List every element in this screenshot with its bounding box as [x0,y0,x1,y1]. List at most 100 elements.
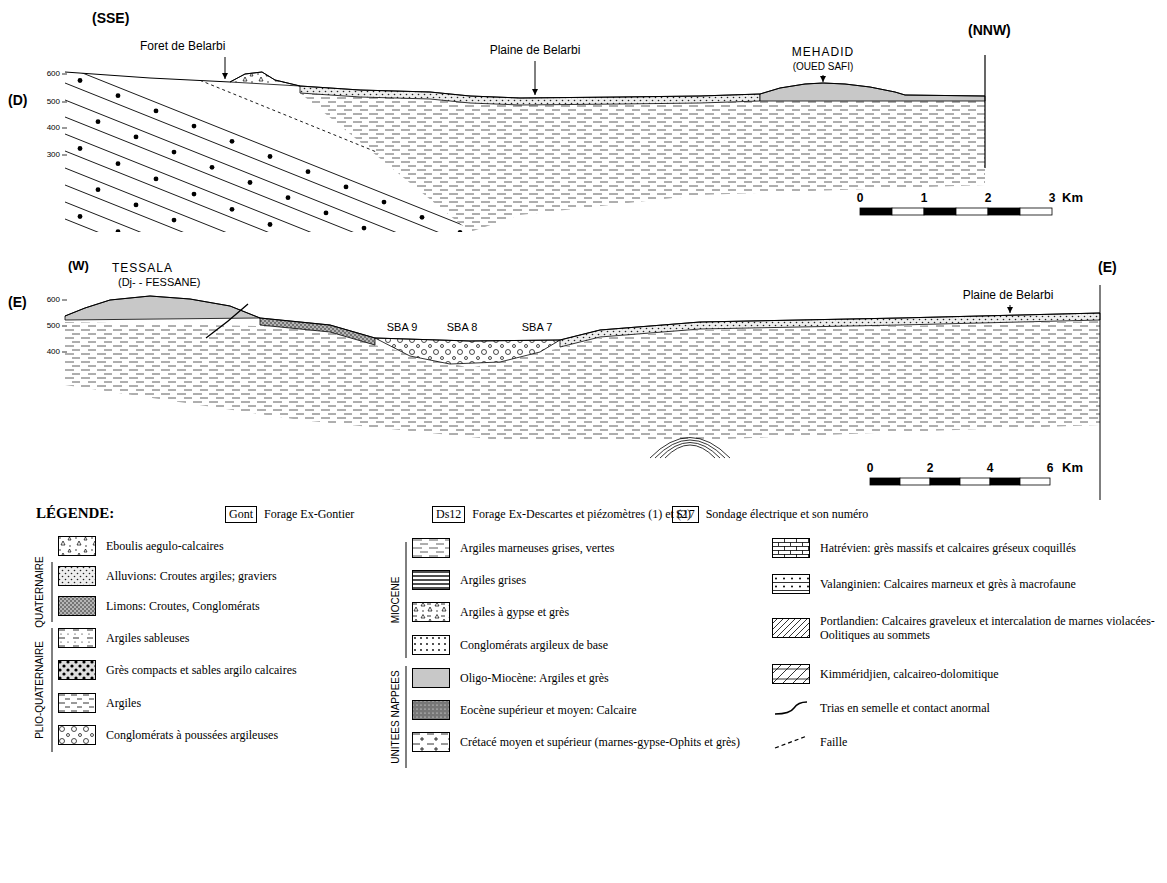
swatch-fill [773,619,810,638]
bed-dot [268,222,273,227]
bed-dot [116,229,121,234]
legend-swatch [412,668,450,688]
legend-item: Grès compacts et sables argilo calcaires [58,660,376,680]
bed-line [65,117,520,299]
legend-swatch [58,536,96,556]
legend-text: Conglomérats argileux de base [460,638,760,652]
section-label: 400 [47,347,60,356]
group-bracket [406,542,407,658]
frame-line [1100,285,1101,500]
bed-dot [344,253,349,258]
bed-dot [116,93,121,98]
bed-dot [78,78,83,83]
scale-segment [988,208,1020,215]
bed-dot [458,230,463,235]
bed-line [65,168,520,350]
bed-dot [134,203,139,208]
swatch-fill [773,539,810,558]
scale-segment [870,478,900,485]
section-label: LÉGENDE: [36,505,114,522]
axis-tick [62,128,67,129]
bed-dot [230,207,235,212]
fold-arc [650,438,730,459]
bed-dot [268,290,273,295]
fold-arc [655,440,725,458]
bed-dot [362,294,367,299]
legend-text: Eboulis aegulo-calcaires [106,539,376,553]
legend-swatch [58,693,96,713]
section-label: 600 [47,69,60,78]
bed-dot [306,237,311,242]
legend-text: Trias en semelle et contact anormal [820,701,1155,715]
section-label: Foret de Belarbi [140,40,225,54]
bed-dot [306,305,311,310]
axis-tick [62,74,67,75]
bed-dot [134,135,139,140]
legend-text: Argiles grises [460,573,760,587]
legend-text: Conglomérats à poussées argileuses [106,728,376,742]
swatch-fill [59,629,96,648]
bed-dot [458,298,463,303]
scale-segment [930,478,960,485]
bed-dot [230,275,235,280]
bed-dot [344,321,349,326]
section-label: SBA 8 [447,321,478,334]
section-label: SBA 9 [387,321,418,334]
section-label: 400 [47,123,60,132]
bed-dot [324,279,329,284]
section-label: 2 [985,192,992,206]
section-label: Plaine de Belarbi [490,44,581,58]
section-label: 600 [47,295,60,304]
legend-swatch [772,732,810,752]
fault-line [984,55,985,168]
scale-segment [960,478,990,485]
swatch-fill [773,575,810,594]
legend-item: Portlandien: Calcaires graveleux et inte… [772,614,1155,642]
legend-swatch [772,698,810,718]
legend-brackets [52,542,406,768]
scale-segment [892,208,924,215]
group-label: PLIO-QUATERNAIRE [34,641,46,739]
swatch-fill [59,661,96,680]
section-label: Km [1062,191,1083,206]
topography [65,72,985,98]
axis-tick [62,352,67,353]
tessala-hill [65,296,260,320]
section-label: (Dj- - FESSANE) [118,276,201,289]
group-label: UNITEES NAPPEES [390,670,402,763]
bed-dot [420,283,425,288]
section-label: (NNW) [968,22,1011,38]
legend-swatch [58,628,96,648]
section-label: 4 [987,462,994,476]
scale-segment [1020,478,1050,485]
fault-trace [150,60,470,190]
legend-item: Argiles marneuses grises, vertes [412,538,760,558]
swatch-fill [773,665,810,684]
bed-dot [210,233,215,238]
legend-swatch [58,566,96,586]
section-label: (E) [8,294,27,310]
swatch-fill [413,571,450,590]
bed-dot [172,150,177,155]
legend-item: Argiles sableuses [58,628,376,648]
section-label: (E) [1098,259,1117,275]
section-label: 1 [921,192,928,206]
contact-symbol [775,702,807,714]
scale-segment [956,208,988,215]
section-label: (W) [68,259,89,274]
section-label: Km [1062,461,1083,476]
axis-tick [62,300,67,301]
bed-dot [324,211,329,216]
section-label: 6 [1047,462,1054,476]
legend-item: Eboulis aegulo-calcaires [58,536,376,556]
section-label: 2 [927,462,934,476]
legend-text: Grès compacts et sables argilo calcaires [106,663,376,677]
conglomerate-lens [375,338,560,364]
bed-line [65,151,520,333]
bed-line [65,66,520,248]
legend-item: Kimméridjien, calcaireo-dolomitique [772,664,1155,684]
group-bracket [406,666,407,768]
section-label: 3 [1049,192,1056,206]
section-label: TESSALA [112,262,173,276]
pointer-arrow [1010,305,1011,313]
